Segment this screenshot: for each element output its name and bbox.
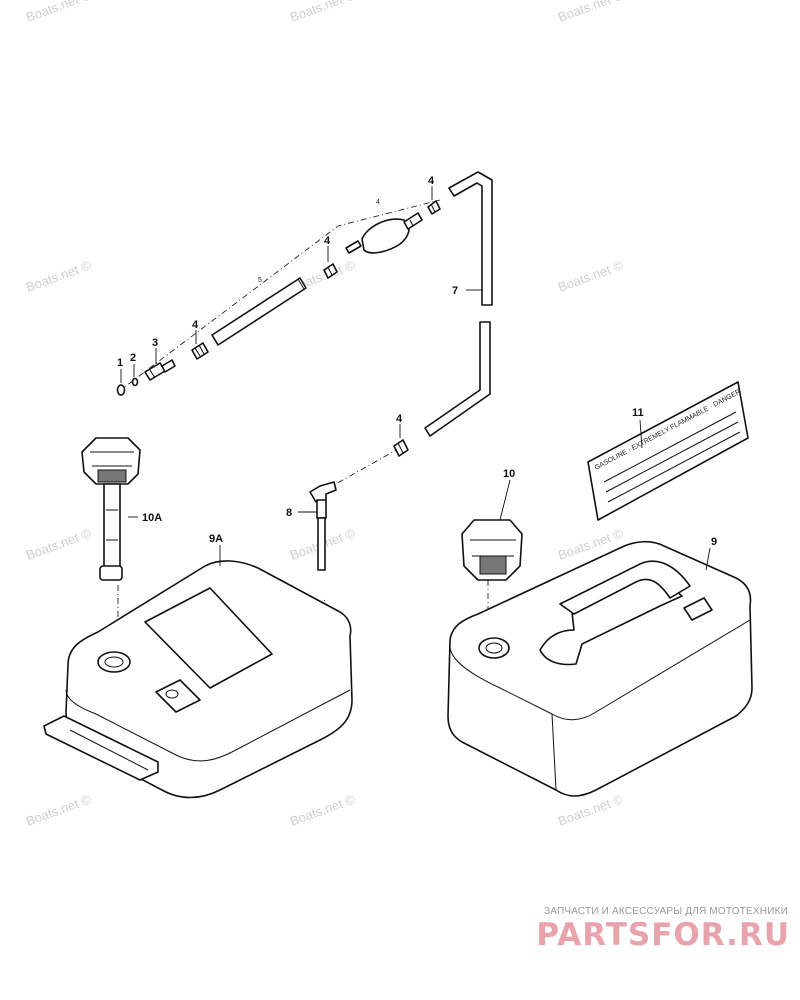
callout-5-small: 5 — [258, 277, 262, 284]
callout-3: 3 — [152, 337, 158, 349]
part-1-o-ring — [116, 384, 126, 396]
callout-8: 8 — [286, 507, 292, 519]
watermark: Boats.net © — [556, 791, 626, 829]
callout-10a: 10A — [142, 512, 162, 524]
part-10a-fuel-gauge — [81, 437, 141, 581]
callout-7: 7 — [452, 285, 458, 297]
primer-bulb — [345, 212, 423, 254]
part-9-fuel-tank — [447, 540, 753, 797]
part-11-warning-decal: GASOLINE · EXTREMELY FLAMMABLE · DANGER — [587, 381, 749, 521]
part-4-fitting — [323, 263, 338, 279]
part-9a-fuel-tank — [43, 560, 353, 799]
brand-logo[interactable]: PARTSFOR.RU — [536, 917, 790, 953]
part-3-connector — [144, 359, 176, 381]
watermark: Boats.net © — [24, 525, 94, 563]
part-4-fitting — [393, 439, 409, 457]
watermark: Boats.net © — [556, 0, 626, 25]
part-10-fuel-gauge-cap — [461, 519, 523, 581]
callout-labels: 1 2 3 4 4 4 4 4 5 7 8 10A 9A 10 9 11 — [117, 175, 717, 548]
watermark: Boats.net © — [24, 257, 94, 295]
callout-2: 2 — [130, 352, 136, 364]
callout-9: 9 — [711, 536, 717, 548]
callout-1: 1 — [117, 357, 123, 369]
leader-lines — [120, 186, 711, 571]
part-4-fitting — [427, 200, 441, 215]
callout-4: 4 — [192, 319, 199, 331]
part-4-fitting — [191, 342, 209, 360]
callout-11: 11 — [632, 407, 644, 419]
callout-4: 4 — [396, 413, 403, 425]
callout-9a: 9A — [209, 533, 223, 545]
callout-10: 10 — [503, 468, 515, 480]
callout-4: 4 — [428, 175, 435, 187]
callout-4: 4 — [324, 235, 331, 247]
part-7-bent-hose — [424, 171, 493, 437]
watermark: Boats.net © — [24, 791, 94, 829]
watermark: Boats.net © — [556, 257, 626, 295]
watermark: Boats.net © — [24, 0, 94, 25]
part-2-seal — [131, 377, 139, 387]
part-8-pickup-elbow — [309, 481, 337, 571]
callout-4-small: 4 — [376, 199, 380, 206]
part-5-fuel-hose — [211, 277, 307, 346]
watermark: Boats.net © — [288, 0, 358, 25]
brand-tagline: ЗАПЧАСТИ И АКСЕССУАРЫ ДЛЯ МОТОТЕХНИКИ — [543, 906, 788, 917]
watermark: Boats.net © — [288, 791, 358, 829]
